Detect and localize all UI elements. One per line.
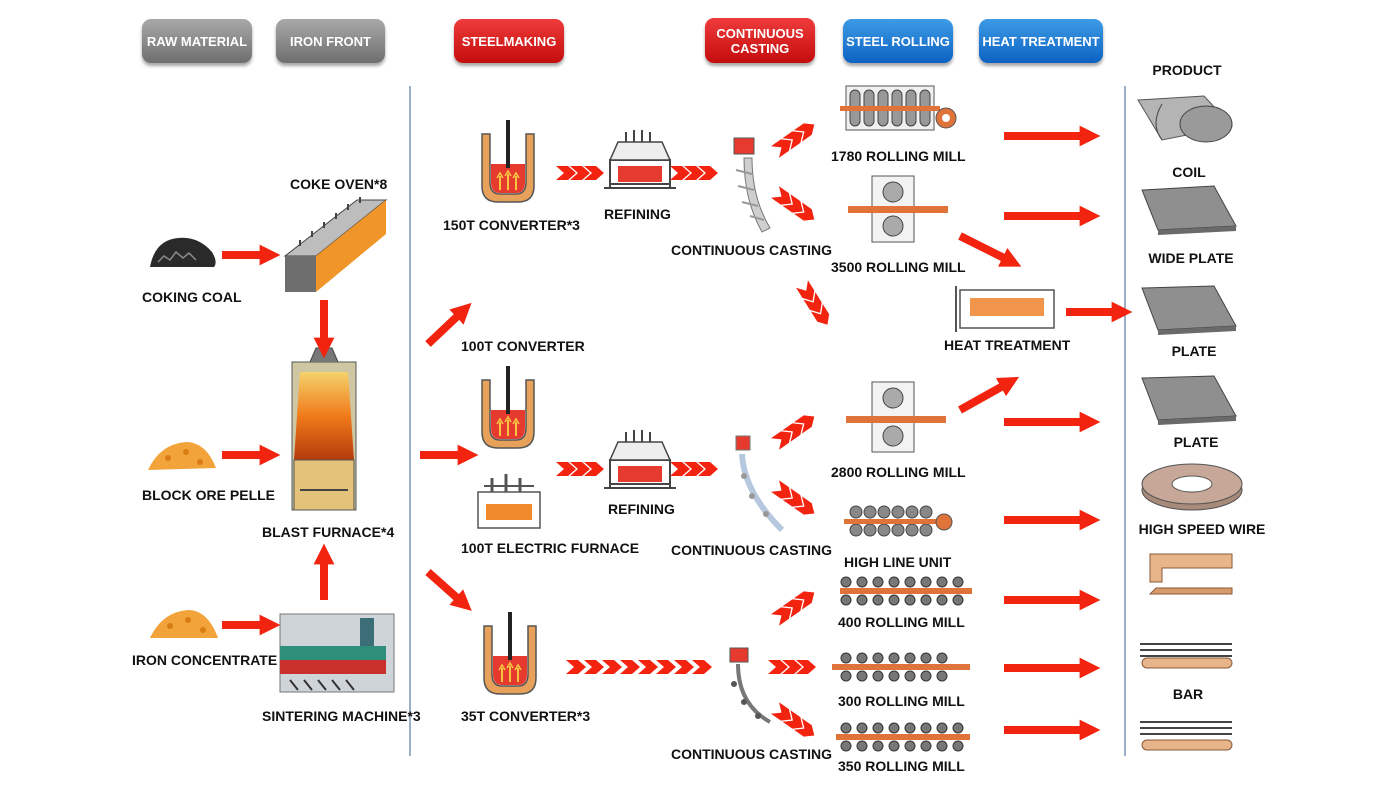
label-high-line-unit: HIGH LINE UNIT: [844, 554, 952, 570]
converter-150t-icon: [481, 119, 535, 203]
blast-furnace-icon: [291, 347, 357, 511]
label-block-ore: BLOCK ORE PELLE: [142, 487, 276, 503]
label-heat-treatment: HEAT TREATMENT: [944, 337, 1071, 353]
label-iron-concentrate: IRON CONCENTRATE: [132, 652, 278, 668]
coke-oven-icon: [283, 197, 388, 292]
rolling-mill-1780-icon: [840, 85, 957, 131]
rolling-mill-300-icon: [832, 652, 970, 682]
label-coil: COIL: [1172, 164, 1206, 180]
label-coke-oven: COKE OVEN*8: [290, 176, 388, 192]
label-continuous-casting-top: CONTINUOUS CASTING: [671, 242, 832, 258]
label-100t-converter: 100T CONVERTER: [461, 338, 585, 354]
label-continuous-casting-bottom: CONTINUOUS CASTING: [671, 746, 832, 762]
header-steel-rolling: STEEL ROLLING: [843, 19, 953, 63]
high-speed-wire-product-icon: [1141, 463, 1243, 511]
rolling-mill-3500-icon: [848, 175, 948, 243]
electric-furnace-icon: [477, 474, 541, 529]
coil-product-icon: [1137, 95, 1233, 143]
plate-product-1-icon: [1141, 285, 1237, 335]
label-35t-converter: 35T CONVERTER*3: [461, 708, 591, 724]
iron-concentrate-icon: [150, 610, 218, 638]
continuous-casting-top-icon: [733, 137, 771, 233]
label-2800-rolling-mill: 2800 ROLLING MILL: [831, 464, 966, 480]
label-product-title: PRODUCT: [1152, 62, 1222, 78]
label-300-rolling-mill: 300 ROLLING MILL: [838, 693, 965, 709]
converter-35t-icon: [483, 611, 537, 695]
label-coking-coal: COKING COAL: [142, 289, 242, 305]
header-continuous-casting: CONTINUOUS CASTING: [705, 18, 815, 63]
label-refining-mid: REFINING: [608, 501, 675, 517]
diagonal-chevrons: [770, 123, 830, 737]
refining-mid-icon: [603, 429, 677, 489]
converter-100t-icon: [481, 365, 535, 449]
header-steelmaking: STEELMAKING: [454, 19, 564, 63]
chevron-arrows: [556, 166, 816, 674]
label-400-rolling-mill: 400 ROLLING MILL: [838, 614, 965, 630]
label-high-speed-wire: HIGH SPEED WIRE: [1138, 521, 1266, 537]
label-blast-furnace: BLAST FURNACE*4: [262, 524, 395, 540]
label-3500-rolling-mill: 3500 ROLLING MILL: [831, 259, 966, 275]
label-1780-rolling-mill: 1780 ROLLING MILL: [831, 148, 966, 164]
heat-treatment-furnace-icon: [955, 286, 1055, 332]
header-raw-material: RAW MATERIAL: [142, 19, 252, 63]
label-wide-plate: WIDE PLATE: [1148, 250, 1234, 266]
block-ore-icon: [148, 442, 216, 470]
label-sintering-machine: SINTERING MACHINE*3: [262, 708, 421, 724]
refining-top-icon: [603, 129, 677, 189]
wide-plate-product-icon: [1141, 185, 1237, 235]
divider-right: [1124, 86, 1126, 756]
label-continuous-casting-mid: CONTINUOUS CASTING: [671, 542, 832, 558]
header-heat-treatment: HEAT TREATMENT: [979, 19, 1103, 63]
continuous-casting-mid-icon: [735, 435, 785, 533]
header-iron-front: IRON FRONT: [276, 19, 385, 63]
divider-left: [409, 86, 411, 756]
continuous-casting-bottom-icon: [729, 647, 772, 724]
coking-coal-icon: [150, 237, 216, 267]
plate-product-2-icon: [1141, 375, 1237, 425]
rolling-mill-350-icon: [836, 722, 970, 752]
sintering-machine-icon: [279, 613, 395, 693]
label-plate-2: PLATE: [1173, 434, 1219, 450]
label-refining-top: REFINING: [604, 206, 671, 222]
flow-arrows: [222, 125, 1133, 741]
label-plate-1: PLATE: [1171, 343, 1217, 359]
bar-product-icon: [1140, 643, 1233, 751]
section-steel-product-icon: [1148, 553, 1233, 595]
label-bar: BAR: [1172, 686, 1204, 702]
rolling-mill-2800-icon: [846, 381, 946, 453]
high-line-unit-icon: [844, 505, 953, 537]
label-150t-converter: 150T CONVERTER*3: [443, 217, 580, 233]
rolling-mill-400-icon: [840, 576, 972, 606]
label-electric-furnace: 100T ELECTRIC FURNACE: [461, 540, 640, 556]
label-350-rolling-mill: 350 ROLLING MILL: [838, 758, 965, 774]
